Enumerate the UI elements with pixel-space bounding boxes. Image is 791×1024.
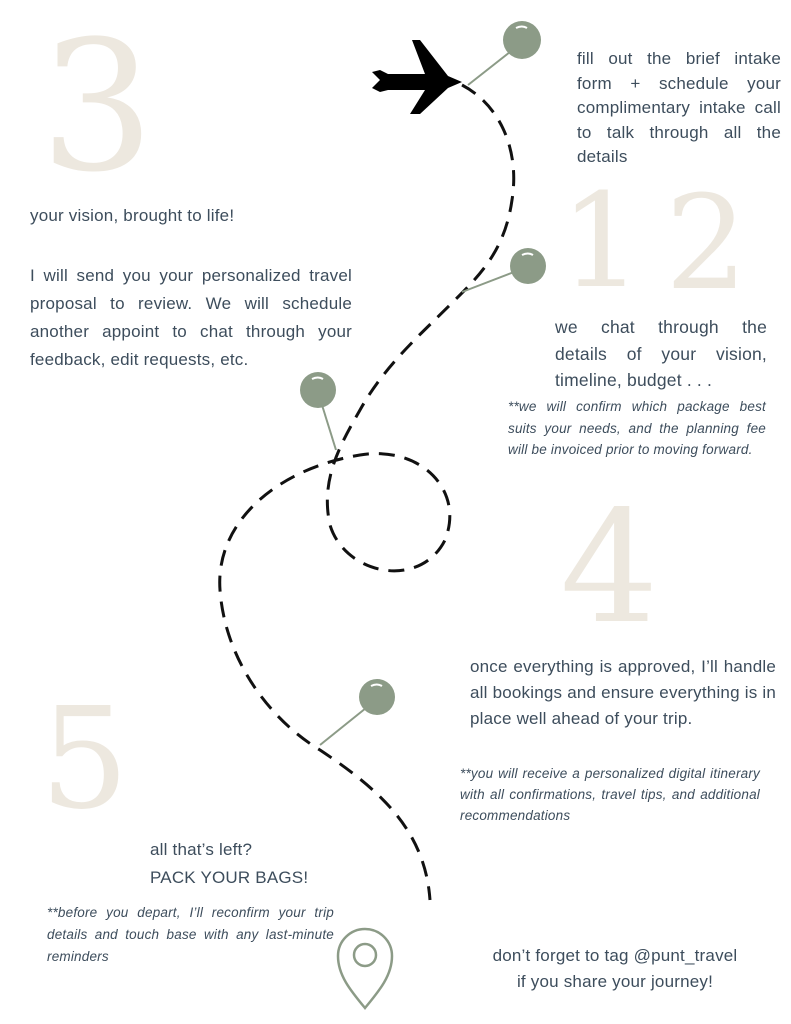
step4-note: **you will receive a personalized digita… [460, 766, 760, 823]
step4-text: once everything is approved, I’ll handle… [470, 657, 776, 728]
numeral-1: 1 [560, 165, 643, 317]
step3-text: I will send you your personalized travel… [30, 266, 352, 369]
pin-icon-4 [319, 679, 395, 746]
airplane-icon [372, 40, 462, 114]
step5-line2: PACK YOUR BAGS! [150, 868, 309, 887]
pin-icon-3 [300, 372, 337, 451]
step3-heading: your vision, brought to life! [30, 206, 235, 225]
footer-line1: don’t forget to tag @punt_travel [492, 946, 738, 965]
step1-text: fill out the brief intake form + schedul… [577, 49, 781, 166]
step2-text: we chat through the details of your visi… [555, 317, 767, 390]
dashed-route [218, 83, 516, 901]
numeral-2: 2 [665, 167, 748, 319]
numeral-4: 4 [560, 477, 659, 658]
numeral-3: 3 [40, 3, 155, 212]
numeral-5: 5 [40, 678, 130, 841]
location-pin-icon [336, 927, 394, 1010]
pin-icon-2 [461, 248, 546, 293]
step5-line1: all that’s left? [150, 840, 253, 859]
pin-icon-1 [467, 21, 541, 86]
step2-note: **we will confirm which package best sui… [508, 399, 766, 457]
footer-line2: if you share your journey! [516, 972, 714, 991]
step5-note: **before you depart, I’ll reconfirm your… [47, 905, 334, 964]
